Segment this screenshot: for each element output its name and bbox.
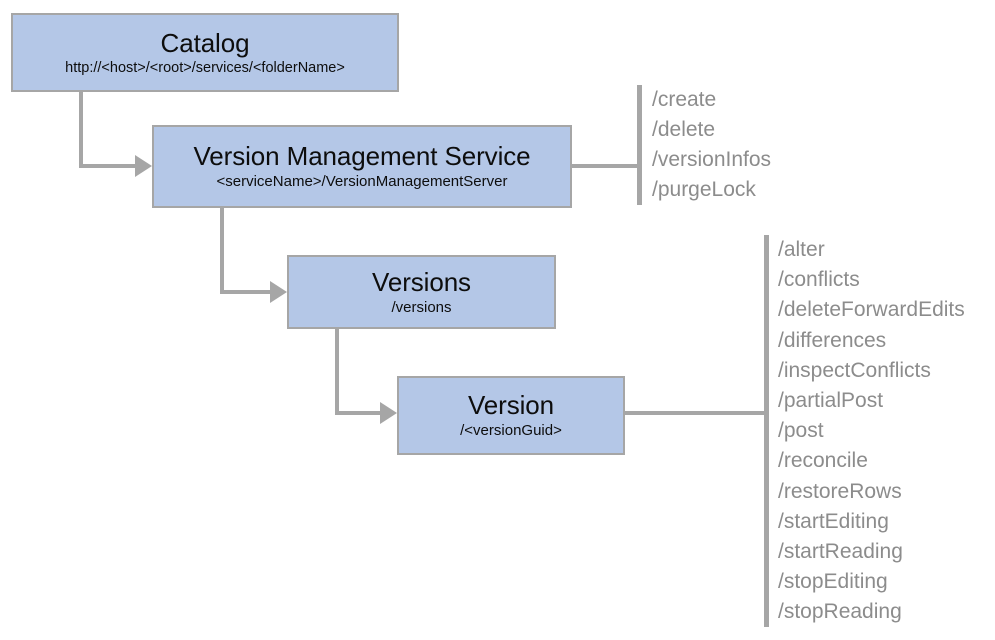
connector-catalog-to-service-vertical (79, 92, 83, 168)
service-operations-bar (637, 85, 642, 205)
version-operations-bar (764, 235, 769, 627)
operation-item[interactable]: /differences (778, 328, 887, 352)
node-version-management-service-title: Version Management Service (193, 141, 531, 172)
node-version-title: Version (467, 390, 555, 421)
connector-versions-to-version-arrowhead (380, 402, 397, 424)
node-catalog-title: Catalog (160, 27, 250, 58)
node-version-management-service-subtitle: <serviceName>/VersionManagementServer (216, 173, 508, 191)
service-operations-list: /create /delete /versionInfos /purgeLock (652, 85, 771, 205)
node-version-subtitle: /<versionGuid> (460, 422, 562, 440)
node-catalog-subtitle: http://<host>/<root>/services/<folderNam… (65, 59, 345, 76)
connector-service-to-operations (572, 164, 640, 168)
connector-service-to-versions-vertical (220, 208, 224, 294)
node-catalog[interactable]: Catalog http://<host>/<root>/services/<f… (11, 13, 399, 92)
operation-item[interactable]: /startEditing (778, 509, 889, 533)
operation-item[interactable]: /alter (778, 238, 825, 261)
operation-item[interactable]: /stopReading (778, 600, 902, 624)
connector-service-to-versions-horizontal (220, 290, 272, 294)
connector-versions-to-version-horizontal (335, 411, 383, 415)
connector-catalog-to-service-horizontal (79, 164, 137, 168)
operation-item[interactable]: /delete (652, 118, 716, 141)
connector-service-to-versions-arrowhead (270, 281, 287, 303)
operation-item[interactable]: /conflicts (778, 268, 860, 292)
operation-item[interactable]: /restoreRows (778, 479, 902, 503)
node-version[interactable]: Version /<versionGuid> (397, 376, 625, 455)
operation-item[interactable]: /purgeLock (652, 178, 756, 201)
connector-versions-to-version-vertical (335, 329, 339, 415)
node-version-management-service[interactable]: Version Management Service <serviceName>… (152, 125, 572, 208)
operation-item[interactable]: /versionInfos (652, 148, 772, 171)
operation-item[interactable]: /post (778, 419, 824, 443)
connector-catalog-to-service-arrowhead (135, 155, 152, 177)
operation-item[interactable]: /inspectConflicts (778, 358, 931, 382)
node-versions-title: Versions (372, 266, 471, 297)
operation-item[interactable]: /startReading (778, 540, 903, 564)
operation-item[interactable]: /create (652, 88, 717, 111)
connector-version-to-operations (625, 411, 767, 415)
version-operations-list: /alter /conflicts /deleteForwardEdits /d… (778, 235, 965, 628)
node-versions[interactable]: Versions /versions (287, 255, 556, 329)
operation-item[interactable]: /partialPost (778, 389, 884, 413)
operation-item[interactable]: /reconcile (778, 449, 868, 473)
node-versions-subtitle: /versions (391, 298, 452, 316)
operation-item[interactable]: /stopEditing (778, 570, 888, 594)
operation-item[interactable]: /deleteForwardEdits (778, 298, 965, 322)
